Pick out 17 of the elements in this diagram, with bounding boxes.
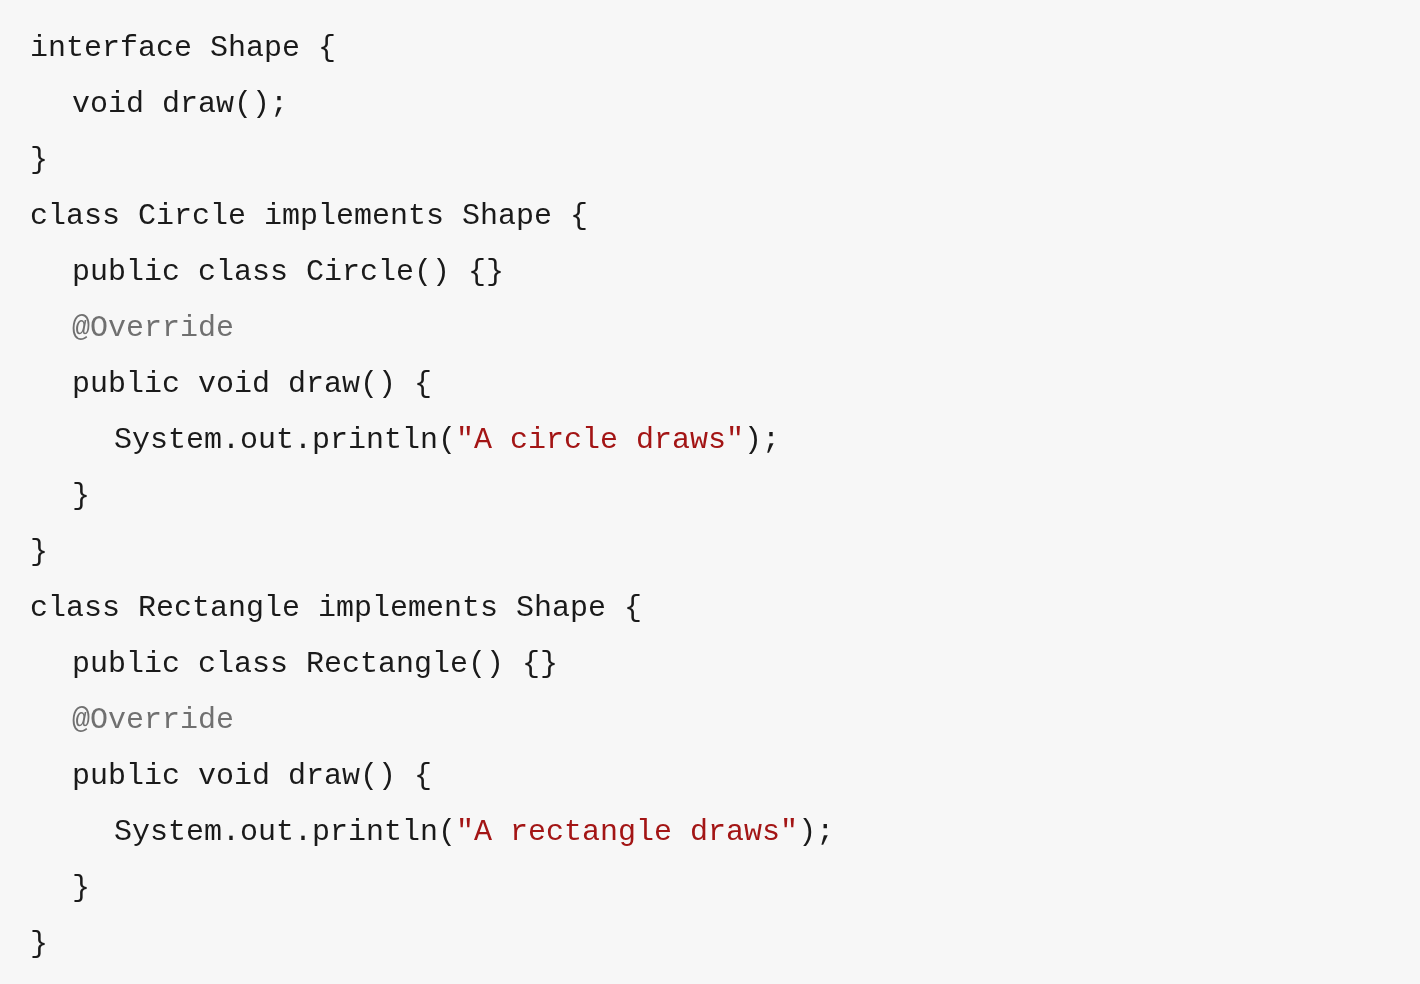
code-line: interface Shape {	[30, 30, 337, 67]
code-line: class Rectangle implements Shape {	[30, 590, 643, 627]
code-line: System.out.println("A circle draws");	[114, 422, 781, 459]
code-line: public class Circle() {}	[72, 254, 505, 291]
annotation-line: @Override	[72, 702, 235, 739]
code-line: }	[72, 478, 90, 515]
annotation-line: @Override	[72, 310, 235, 347]
code-line: }	[30, 926, 48, 963]
code-line: }	[30, 534, 48, 571]
code-line: void draw();	[72, 86, 289, 123]
code-line: public class Rectangle() {}	[72, 646, 559, 683]
code-line: }	[72, 870, 90, 907]
code-line: System.out.println("A rectangle draws");	[114, 814, 835, 851]
code-line: class Circle implements Shape {	[30, 198, 589, 235]
code-line: public void draw() {	[72, 758, 433, 795]
code-line: }	[30, 142, 48, 179]
code-line: public void draw() {	[72, 366, 433, 403]
